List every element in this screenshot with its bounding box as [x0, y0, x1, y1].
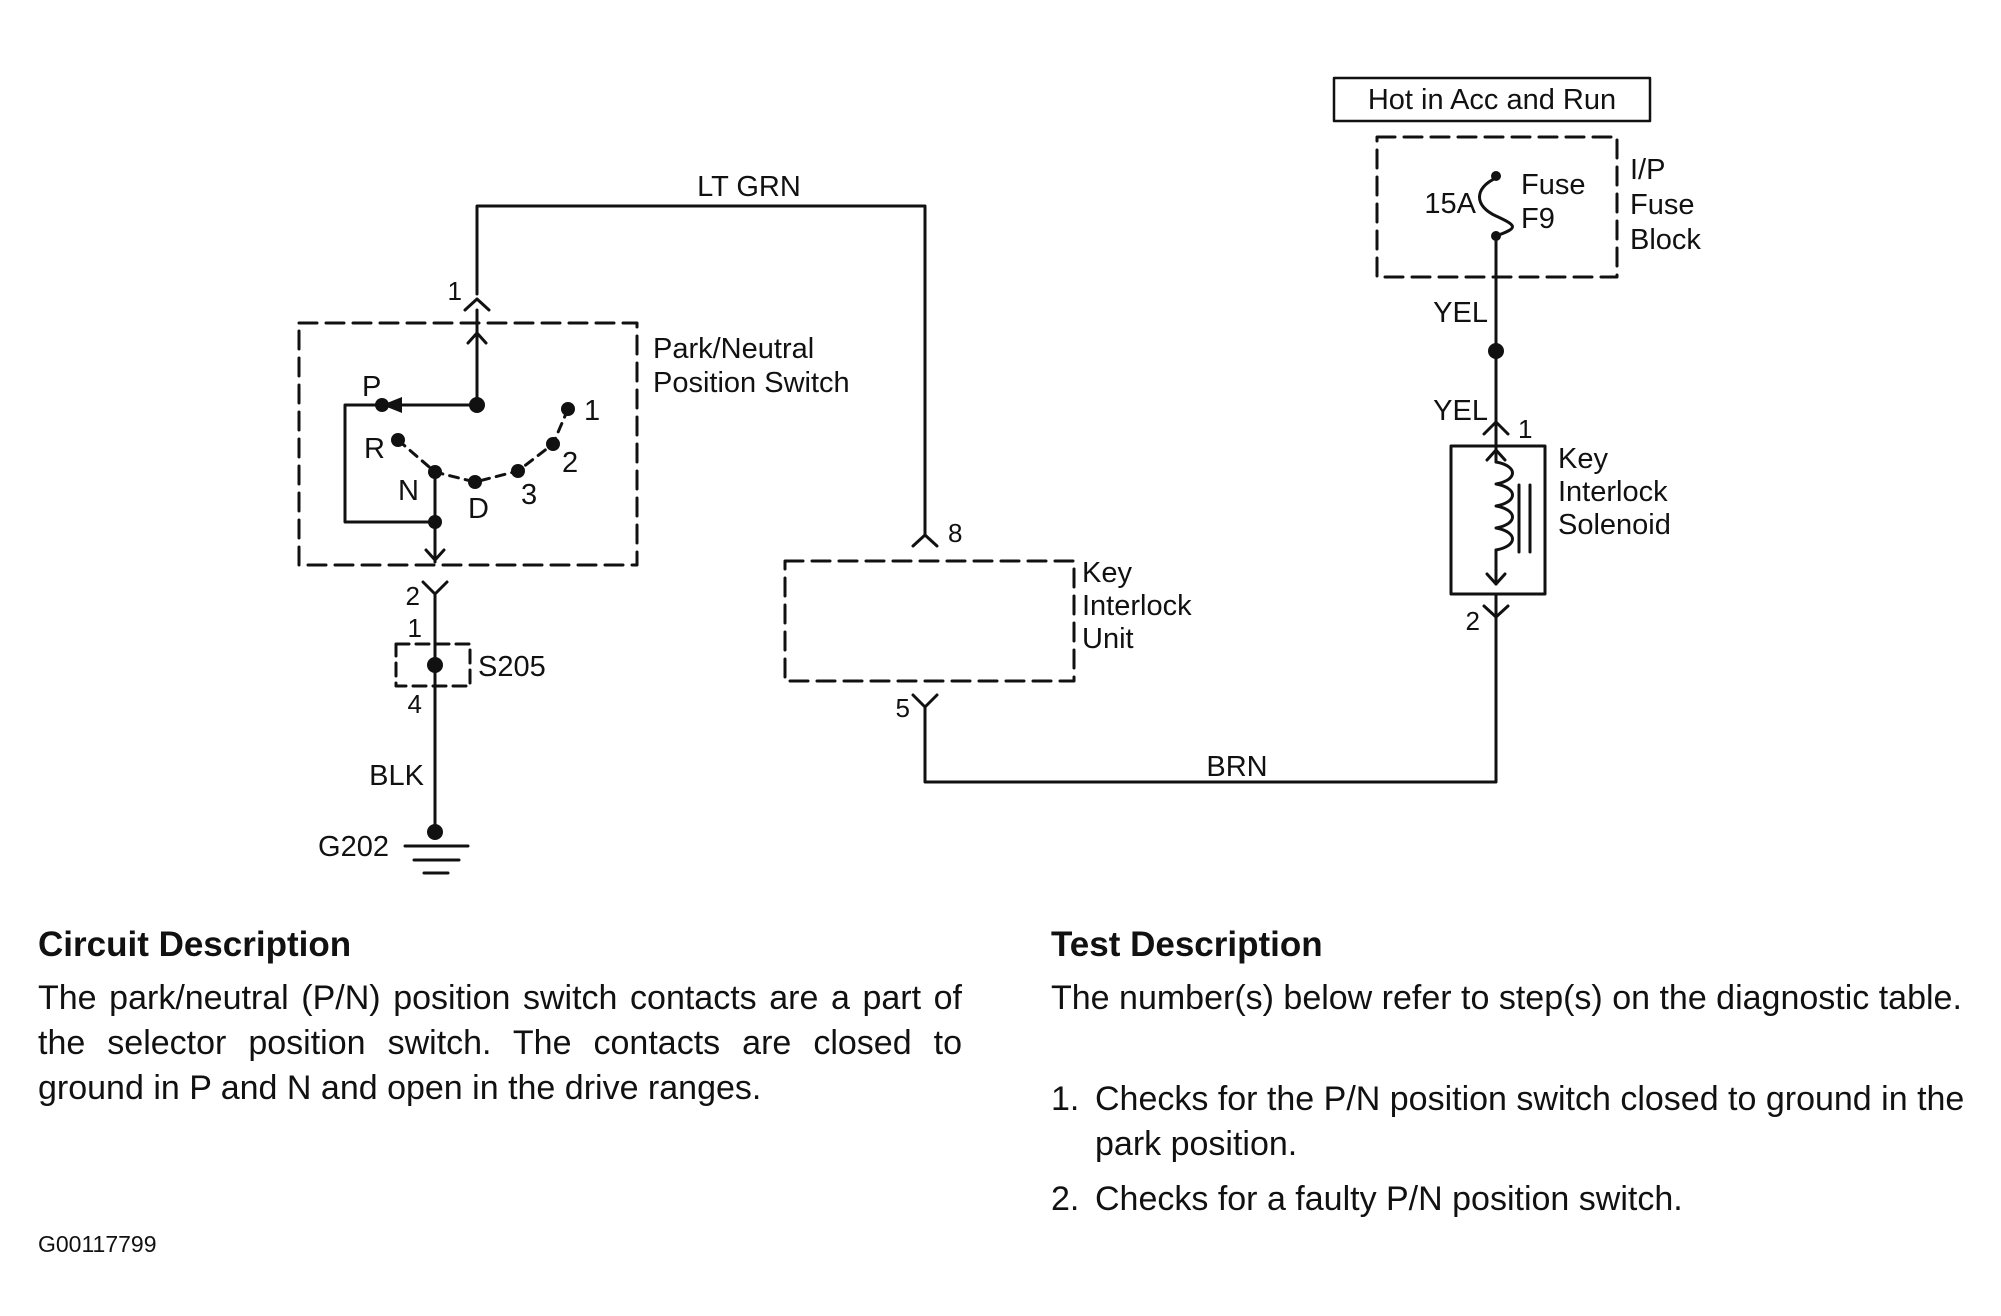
solenoid-pin1-label: 1 — [1518, 414, 1532, 444]
pn-switch-pin1-connector — [463, 297, 491, 312]
pn-switch-pin2-label: 2 — [406, 581, 420, 611]
test-step-1-text: Checks for the P/N position switch close… — [1095, 1080, 1965, 1163]
splice-name-label: S205 — [478, 651, 546, 683]
solenoid-pin1-connector — [1482, 420, 1510, 436]
brn-wire — [923, 615, 1498, 784]
fuse-name-line1: Fuse — [1521, 169, 1585, 201]
test-description-intro: The number(s) below refer to step(s) on … — [1051, 979, 1962, 1017]
position-label-n: N — [398, 475, 419, 507]
wire-label-yel-lower: YEL — [1433, 395, 1488, 427]
pn-switch-pin1-label: 1 — [448, 276, 462, 306]
yel-wire — [1482, 234, 1510, 436]
position-label-r: R — [364, 433, 385, 465]
switch-contact-1 — [561, 402, 575, 416]
fuse-rating-label: 15A — [1424, 188, 1476, 220]
test-step-2-text: Checks for a faulty P/N position switch. — [1095, 1180, 1683, 1218]
test-step-1: 1. Checks for the P/N position switch clo… — [1051, 1077, 2001, 1167]
wire-label-lt-grn: LT GRN — [697, 171, 801, 203]
fuse-name-line2: F9 — [1521, 203, 1555, 235]
ground-symbol — [403, 824, 470, 875]
figure-code: G00117799 — [38, 1231, 157, 1257]
test-step-2-number: 2. — [1051, 1180, 1080, 1218]
wire-label-yel-upper: YEL — [1433, 297, 1488, 329]
wiring-diagram: LT GRN 1 Park/Neutral Position Switch P … — [297, 76, 1701, 875]
ground-label: G202 — [318, 831, 389, 863]
kiu-pin8-label: 8 — [948, 518, 962, 548]
switch-contact-r — [391, 433, 405, 447]
fuse-block-label-line2: Fuse — [1630, 189, 1694, 221]
switch-ground-junction — [428, 515, 442, 529]
kiu-label-line3: Unit — [1082, 623, 1134, 655]
kiu-label-line1: Key — [1082, 557, 1132, 589]
power-source-box — [1332, 76, 1652, 123]
power-source-label: Hot in Acc and Run — [1368, 84, 1616, 116]
switch-contact-3 — [511, 464, 525, 478]
key-interlock-unit-box — [783, 533, 1076, 709]
splice-pin1-label: 1 — [408, 613, 422, 643]
position-label-1: 1 — [584, 395, 600, 427]
switch-contact-p — [375, 398, 389, 412]
switch-contact-d — [468, 475, 482, 489]
solenoid-coil — [1494, 460, 1514, 552]
position-label-2: 2 — [562, 447, 578, 479]
switch-contact-n — [428, 465, 442, 479]
key-interlock-solenoid — [1449, 432, 1547, 619]
solenoid-label-line1: Key — [1558, 443, 1608, 475]
solenoid-label-line2: Interlock — [1558, 476, 1668, 508]
kiu-label-line2: Interlock — [1082, 590, 1192, 622]
lt-grn-wire — [475, 204, 927, 537]
switch-pivot — [469, 397, 485, 413]
splice-pin4-label: 4 — [408, 689, 422, 719]
fuse-symbol — [1478, 176, 1514, 238]
wire-label-blk: BLK — [369, 760, 424, 792]
kiu-pin5-connector — [911, 693, 939, 709]
test-description-heading: Test Description — [1051, 925, 1323, 964]
position-label-p: P — [362, 371, 381, 403]
test-step-1-number: 1. — [1051, 1080, 1080, 1118]
circuit-description-heading: Circuit Description — [38, 925, 352, 964]
circuit-description-body: The park/neutral (P/N) position switch c… — [38, 979, 962, 1107]
test-step-2: 2. Checks for a faulty P/N position switc… — [1051, 1177, 2001, 1222]
pn-switch-label-line1: Park/Neutral — [653, 333, 814, 365]
pn-switch-label-line2: Position Switch — [653, 367, 850, 399]
kiu-pin8-connector — [911, 533, 939, 548]
fuse-block-label-line1: I/P — [1630, 154, 1665, 186]
kiu-pin5-label: 5 — [896, 693, 910, 723]
solenoid-pin2-label: 2 — [1466, 606, 1480, 636]
switch-contact-2 — [546, 437, 560, 451]
position-label-d: D — [468, 493, 489, 525]
pn-switch-pin2-connector — [421, 580, 449, 596]
wire-label-brn: BRN — [1206, 751, 1267, 783]
position-label-3: 3 — [521, 479, 537, 511]
pn-position-switch — [297, 297, 639, 834]
fuse-block-label-line3: Block — [1630, 224, 1701, 256]
splice-s205 — [394, 642, 472, 688]
solenoid-label-line3: Solenoid — [1558, 509, 1671, 541]
